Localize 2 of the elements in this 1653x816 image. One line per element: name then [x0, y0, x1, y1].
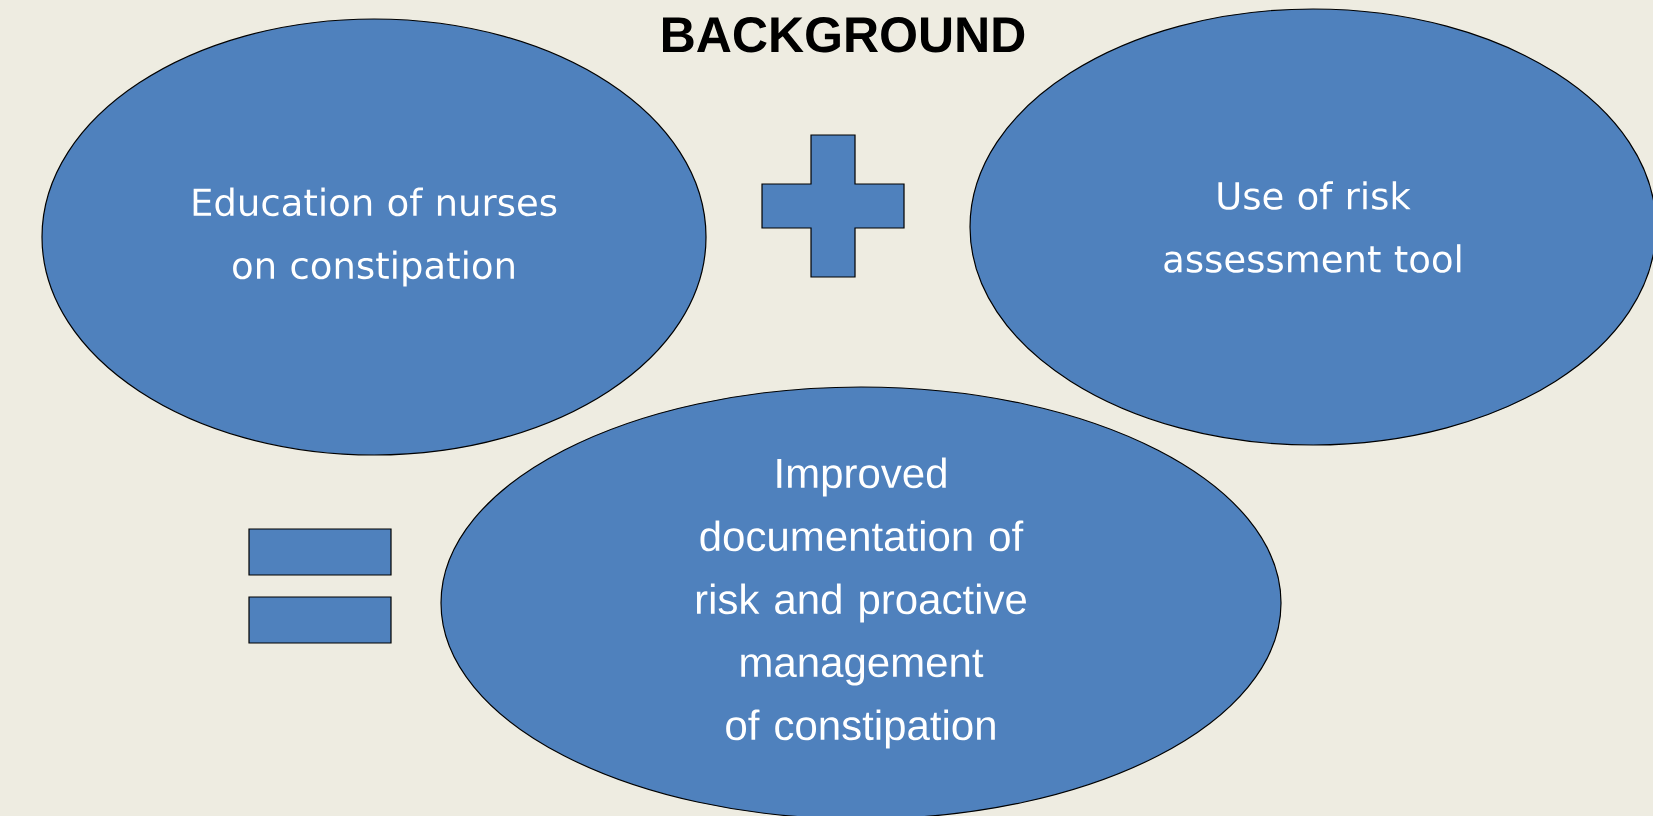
plus-sign: [761, 134, 905, 278]
equals-sign: [248, 528, 392, 644]
